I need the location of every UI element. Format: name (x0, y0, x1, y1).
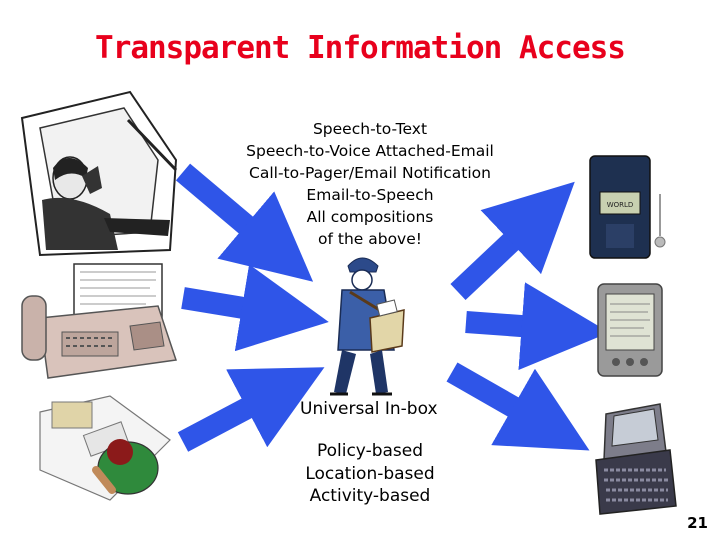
arrow-from-car-phone (175, 163, 314, 282)
feature-item: Policy-based (316, 441, 424, 461)
service-item: All compositions (306, 208, 434, 226)
arrow-from-desk (177, 367, 325, 452)
phone-screen-text: WORLD (607, 201, 634, 209)
service-item: of the above! (318, 230, 422, 248)
services-list: Speech-to-Text Speech-to-Voice Attached-… (220, 118, 520, 250)
universal-inbox-label: Universal In-box (300, 399, 438, 419)
driver-on-car-phone-icon (20, 90, 178, 257)
feature-item: Activity-based (309, 486, 431, 506)
page-number: 21 (687, 514, 708, 532)
person-at-desk-icon (39, 395, 171, 501)
inbox-features: Policy-based Location-based Activity-bas… (270, 440, 470, 508)
arrow-to-cell-phone (450, 181, 575, 300)
outbound-arrows (446, 181, 610, 451)
inbound-arrows (175, 163, 329, 452)
fax-machine-icon (21, 263, 177, 379)
service-item: Email-to-Speech (306, 186, 434, 204)
slide-title: Transparent Information Access (95, 30, 626, 66)
service-item: Speech-to-Voice Attached-Email (246, 142, 494, 160)
palm-pda-icon (597, 283, 663, 377)
mail-carrier-icon (330, 257, 405, 396)
cell-phone-icon: WORLD (589, 155, 666, 259)
arrow-from-fax (181, 264, 329, 352)
arrow-to-pda (465, 282, 610, 370)
feature-item: Location-based (305, 463, 435, 484)
arrow-to-handheld (446, 362, 590, 451)
handheld-pc-icon (595, 403, 677, 515)
service-item: Speech-to-Text (312, 120, 428, 138)
service-item: Call-to-Pager/Email Notification (249, 164, 491, 182)
